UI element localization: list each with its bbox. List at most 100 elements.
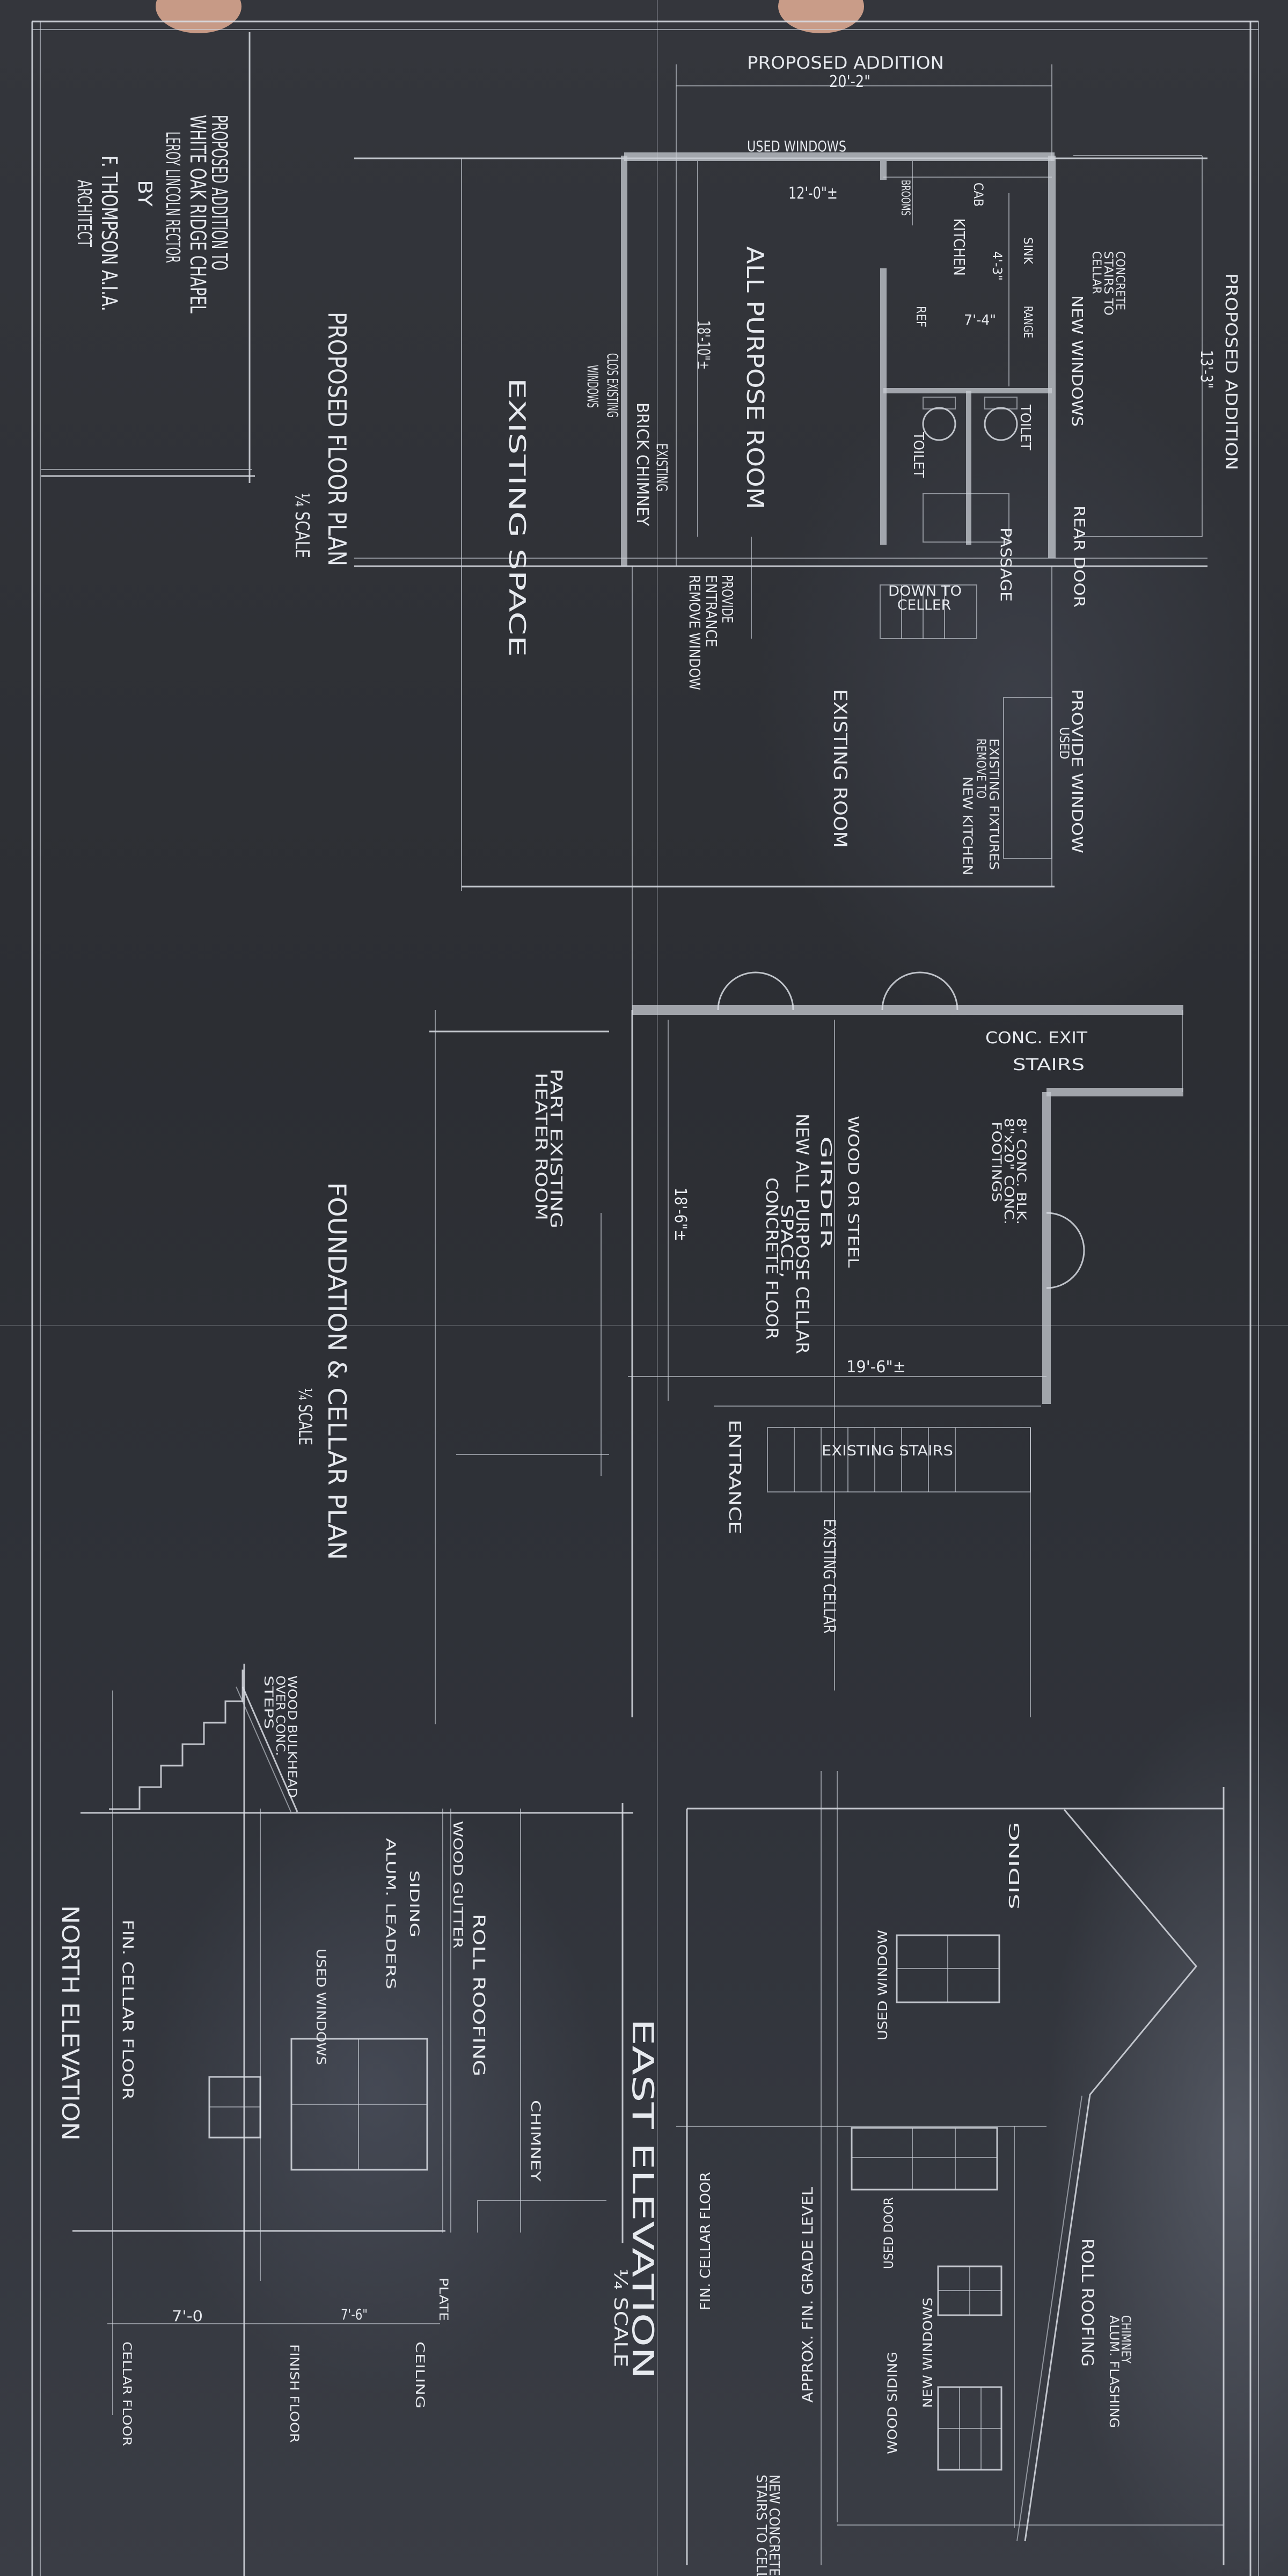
label-footings: FOOTINGS [989, 1122, 1004, 1202]
label-celler: CELLER [897, 597, 951, 613]
label-existing-cellar: EXISTING CELLAR [819, 1519, 838, 1634]
label-steps: STEPS [261, 1675, 275, 1729]
label-grade-level: APPROX. FIN. GRADE LEVEL [799, 2187, 816, 2403]
label-provide-window: PROVIDE WINDOW [1069, 689, 1086, 853]
label-brooms: BROOMS [898, 180, 912, 216]
label-chimney-east: CHIMNEY [1118, 2315, 1133, 2363]
label-brick-chimney: BRICK CHIMNEY [633, 402, 652, 526]
label-remove-to: REMOVE TO [974, 738, 989, 799]
label-concrete: CONCRETE [1113, 251, 1126, 310]
dim-18-6: 18'-6"± [671, 1188, 690, 1241]
title-line-1: PROPOSED ADDITION TO [207, 115, 231, 270]
label-existing: EXISTING [653, 443, 671, 492]
label-plate: PLATE [436, 2278, 450, 2321]
label-proposed-addition-top: PROPOSED ADDITION [747, 53, 944, 73]
label-fin-cellar-floor-east: FIN. CELLAR FLOOR [698, 2172, 714, 2310]
label-clos-existing: CLOS EXISTING [604, 353, 621, 418]
label-proposed-addition-side: PROPOSED ADDITION [1221, 273, 1240, 470]
thumb-left [156, 0, 241, 33]
label-new-windows: NEW WINDOWS [1069, 295, 1086, 427]
label-stairs-to: STAIRS TO [1101, 251, 1115, 316]
foundation-plan-scale: ¼ SCALE [294, 1388, 316, 1445]
label-ref: REF [913, 306, 928, 327]
label-provide: PROVIDE [719, 575, 736, 623]
label-new-concrete: NEW CONCRETE [766, 2475, 782, 2576]
label-passage: PASSAGE [997, 528, 1015, 602]
label-conc-blk: 8" CONC. BLK. [1014, 1118, 1029, 1225]
east-elevation-scale: ¼ SCALE [610, 2268, 631, 2367]
label-space: SPACE, [777, 1204, 796, 1278]
label-kitchen: KITCHEN [950, 218, 968, 276]
dim-12-ft: 12'-0"± [788, 184, 838, 203]
label-range: RANGE [1021, 306, 1034, 338]
north-elevation-title: NORTH ELEVATION [56, 1905, 84, 2141]
label-existing-room: EXISTING ROOM [829, 689, 851, 848]
foundation-plan-drawing [429, 971, 1183, 1724]
label-toilet-left: TOILET [910, 431, 926, 478]
label-used-window: USED WINDOW [875, 1930, 890, 2040]
label-conc-exit: CONC. EXIT [985, 1029, 1088, 1048]
label-stairs-to-cellar: STAIRS TO CELLAR [753, 2475, 769, 2576]
title-line-3: LEROY LINCOLN RECTOR [162, 131, 184, 263]
label-used: USED [1057, 727, 1072, 759]
label-heater-room: HEATER ROOM [531, 1073, 550, 1220]
label-concrete-floor: CONCRETE FLOOR [762, 1177, 781, 1340]
label-siding-north: SIDING [407, 1870, 422, 1937]
label-existing-fixtures: EXISTING FIXTURES [986, 738, 1001, 870]
label-ceiling: CEILING [413, 2341, 426, 2409]
label-cab: CAB [971, 182, 986, 207]
label-roll-roofing-north: ROLL ROOFING [469, 1914, 488, 2076]
east-elevation-title: EAST ELEVATION [626, 2018, 660, 2379]
dim-addition-width: 20'-2" [829, 72, 870, 91]
label-siding: SIDING [1007, 1822, 1023, 1909]
north-elevation-drawing [72, 1664, 633, 2576]
title-block-frame [41, 32, 255, 483]
dim-4-3: 4'-3" [990, 251, 1005, 281]
label-used-windows: USED WINDOWS [747, 137, 846, 155]
label-finish-floor: FINISH FLOOR [287, 2344, 301, 2443]
label-alum-flashing: ALUM. FLASHING [1107, 2315, 1122, 2428]
label-cellar-floor: CELLAR FLOOR [120, 2341, 133, 2446]
dim-13-3: 13'-3" [1197, 350, 1216, 389]
label-used-windows-north: USED WINDOWS [313, 1949, 328, 2065]
label-rear-door: REAR DOOR [1071, 506, 1088, 608]
dim-19-6: 19'-6"± [846, 1358, 906, 1377]
label-wood-bulkhead: WOOD BULKHEAD [285, 1675, 298, 1798]
label-stairs: STAIRS [1013, 1056, 1085, 1074]
label-roll-roofing-east: ROLL ROOFING [1078, 2238, 1096, 2367]
label-toilet-right: TOILET [1017, 404, 1033, 450]
label-wood-siding: WOOD SIDING [885, 2352, 900, 2454]
floor-plan-drawing [354, 64, 1208, 1010]
foundation-plan-title: FOUNDATION & CELLAR PLAN [323, 1182, 352, 1560]
dim-room-length: 18'-10"± [693, 320, 714, 370]
label-new-cellar: NEW ALL PURPOSE CELLAR [792, 1114, 813, 1354]
architect-name: F. THOMPSON A.I.A. [97, 156, 121, 311]
label-alum-leaders: ALUM. LEADERS [383, 1838, 398, 1989]
title-line-4: BY [134, 180, 156, 207]
label-fin-cellar-floor-north: FIN. CELLAR FLOOR [119, 1920, 137, 2100]
label-chimney-north: CHIMNEY [528, 2100, 543, 2182]
label-windows: WINDOWS [584, 365, 602, 408]
label-remove-window: REMOVE WINDOW [686, 575, 704, 690]
dim-7-4: 7'-4" [964, 312, 996, 328]
label-footing-size: 8"x20" CONC. [1001, 1118, 1016, 1225]
label-sink: SINK [1021, 237, 1034, 265]
floor-plan-title: PROPOSED FLOOR PLAN [323, 312, 352, 566]
thumb-right [778, 0, 864, 33]
label-used-door: USED DOOR [881, 2197, 896, 2269]
label-existing-stairs: EXISTING STAIRS [822, 1443, 953, 1459]
architect-title: ARCHITECT [73, 180, 95, 247]
label-existing-space: EXISTING SPACE [504, 378, 530, 657]
label-new-windows-east: NEW WINDOWS [920, 2297, 935, 2408]
label-entrance-cellar: ENTRANCE [725, 1419, 744, 1534]
east-elevation-drawing [676, 1771, 1225, 2565]
label-cellar: CELLAR [1089, 251, 1103, 294]
dim-7-0: 7'-0 [172, 2307, 203, 2325]
label-wood-gutter: WOOD GUTTER [450, 1821, 465, 1949]
label-all-purpose-room: ALL PURPOSE ROOM [741, 246, 769, 509]
label-new-kitchen: NEW KITCHEN [960, 777, 975, 875]
